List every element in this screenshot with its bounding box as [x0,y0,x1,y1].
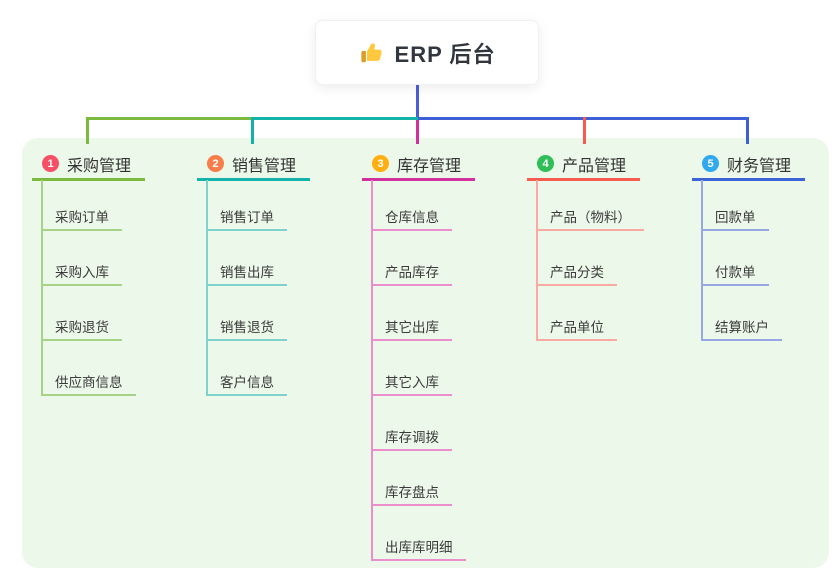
child-node[interactable]: 采购入库 [41,264,122,286]
branch-2-label: 销售管理 [232,157,297,175]
child-node[interactable]: 销售退货 [206,319,287,341]
child-node[interactable]: 回款单 [701,209,769,231]
rail-purchase-line [86,117,254,120]
child-node[interactable]: 结算账户 [701,319,782,341]
child-node[interactable]: 客户信息 [206,374,287,396]
branches-panel [22,138,829,568]
branch-4-trunk-line [536,180,538,339]
branch-1-label: 采购管理 [67,157,132,175]
branch-3-trunk-line [371,180,373,559]
child-node[interactable]: 仓库信息 [371,209,452,231]
branch-node-inventory[interactable]: 3 库存管理 [362,149,476,181]
branch-4-label: 产品管理 [562,157,627,175]
thumbs-up-icon [359,40,385,66]
branch-1-trunk-line [41,180,43,394]
root-node[interactable]: ERP 后台 [315,20,539,85]
drop-sales-line [251,117,254,144]
branch-node-finance[interactable]: 5 财务管理 [692,149,806,181]
child-node[interactable]: 库存盘点 [371,484,452,506]
drop-inventory-line [416,120,419,144]
branch-node-sales[interactable]: 2 销售管理 [197,149,311,181]
branch-node-product[interactable]: 4 产品管理 [527,149,641,181]
branch-3-badge: 3 [372,155,389,172]
child-node[interactable]: 付款单 [701,264,769,286]
drop-purchase-line [86,117,89,144]
drop-finance-line [746,117,749,144]
child-node[interactable]: 产品库存 [371,264,452,286]
child-node[interactable]: 采购订单 [41,209,122,231]
drop-product-line [583,117,586,144]
branch-5-trunk-line [701,180,703,339]
branch-3-label: 库存管理 [397,157,462,175]
child-node[interactable]: 库存调拨 [371,429,452,451]
child-node[interactable]: 供应商信息 [41,374,136,396]
child-node[interactable]: 销售订单 [206,209,287,231]
branch-4-badge: 4 [537,155,554,172]
branch-5-label: 财务管理 [727,157,792,175]
child-node[interactable]: 产品分类 [536,264,617,286]
rail-sales-line [254,117,418,120]
child-node[interactable]: 产品（物料） [536,209,644,231]
branch-2-badge: 2 [207,155,224,172]
branch-1-badge: 1 [42,155,59,172]
child-node[interactable]: 其它出库 [371,319,452,341]
child-node[interactable]: 采购退货 [41,319,122,341]
branch-node-purchase[interactable]: 1 采购管理 [32,149,146,181]
branch-2-trunk-line [206,180,208,394]
child-node[interactable]: 其它入库 [371,374,452,396]
child-node[interactable]: 出库库明细 [371,539,466,561]
root-connector-line [416,83,419,119]
child-node[interactable]: 产品单位 [536,319,617,341]
branch-5-badge: 5 [702,155,719,172]
child-node[interactable]: 销售出库 [206,264,287,286]
root-title: ERP 后台 [394,41,496,67]
